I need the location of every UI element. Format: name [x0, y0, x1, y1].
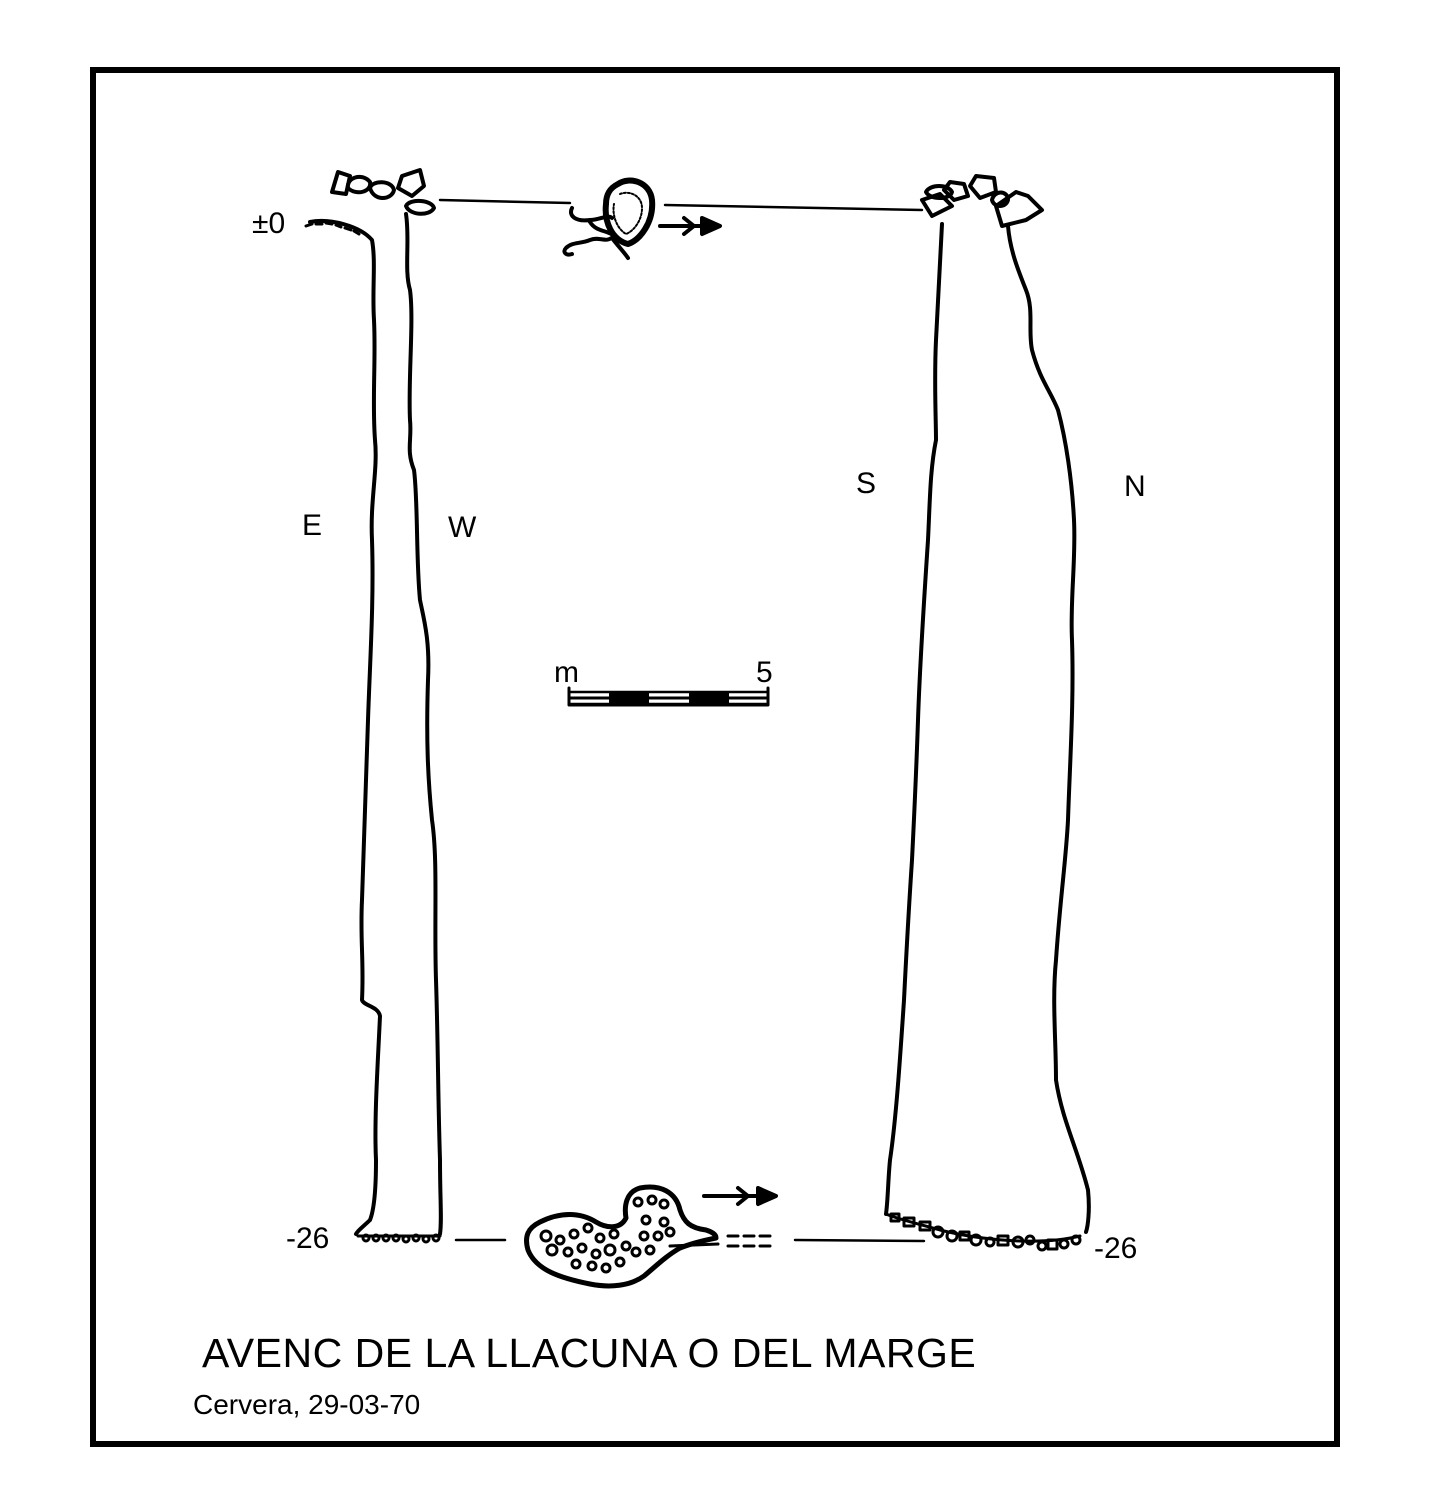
scale-bar-length: 5 [756, 656, 773, 689]
top-datum-line-right [663, 203, 924, 212]
bottom-datum-line-right [793, 1238, 926, 1243]
depth-label-top: ±0 [252, 207, 285, 240]
scale-bar-unit: m [554, 656, 579, 689]
drawing-subtitle: Cervera, 29-03-70 [193, 1389, 421, 1420]
scale-bar [567, 686, 770, 707]
orientation-label-east: E [302, 509, 322, 542]
east-surface-rubble [304, 221, 361, 236]
top-datum-line-left [438, 198, 572, 205]
depth-label-bottom-right: -26 [1094, 1232, 1137, 1265]
east-wall-line [308, 219, 382, 1236]
depth-label-bottom-left: -26 [286, 1222, 329, 1255]
orientation-label-west: W [448, 511, 477, 544]
east-west-floor-rubble [356, 1233, 442, 1244]
south-north-entrance-boulders [920, 174, 1044, 228]
south-wall-line [884, 222, 944, 1216]
orientation-label-north: N [1124, 470, 1146, 503]
chamber-plan-view [524, 1184, 772, 1289]
south-north-floor-rubble [884, 1212, 1082, 1252]
orientation-label-south: S [856, 467, 876, 500]
entrance-plan-view [562, 177, 656, 260]
plan-direction-arrow-top [658, 216, 722, 236]
north-wall-line [1006, 224, 1091, 1234]
west-wall-line [404, 212, 443, 1236]
drawing-frame [90, 67, 1340, 1447]
plan-direction-arrow-bottom [702, 1186, 778, 1206]
east-west-entrance-boulders [330, 168, 436, 216]
drawing-title: AVENC DE LA LLACUNA O DEL MARGE [202, 1330, 977, 1376]
